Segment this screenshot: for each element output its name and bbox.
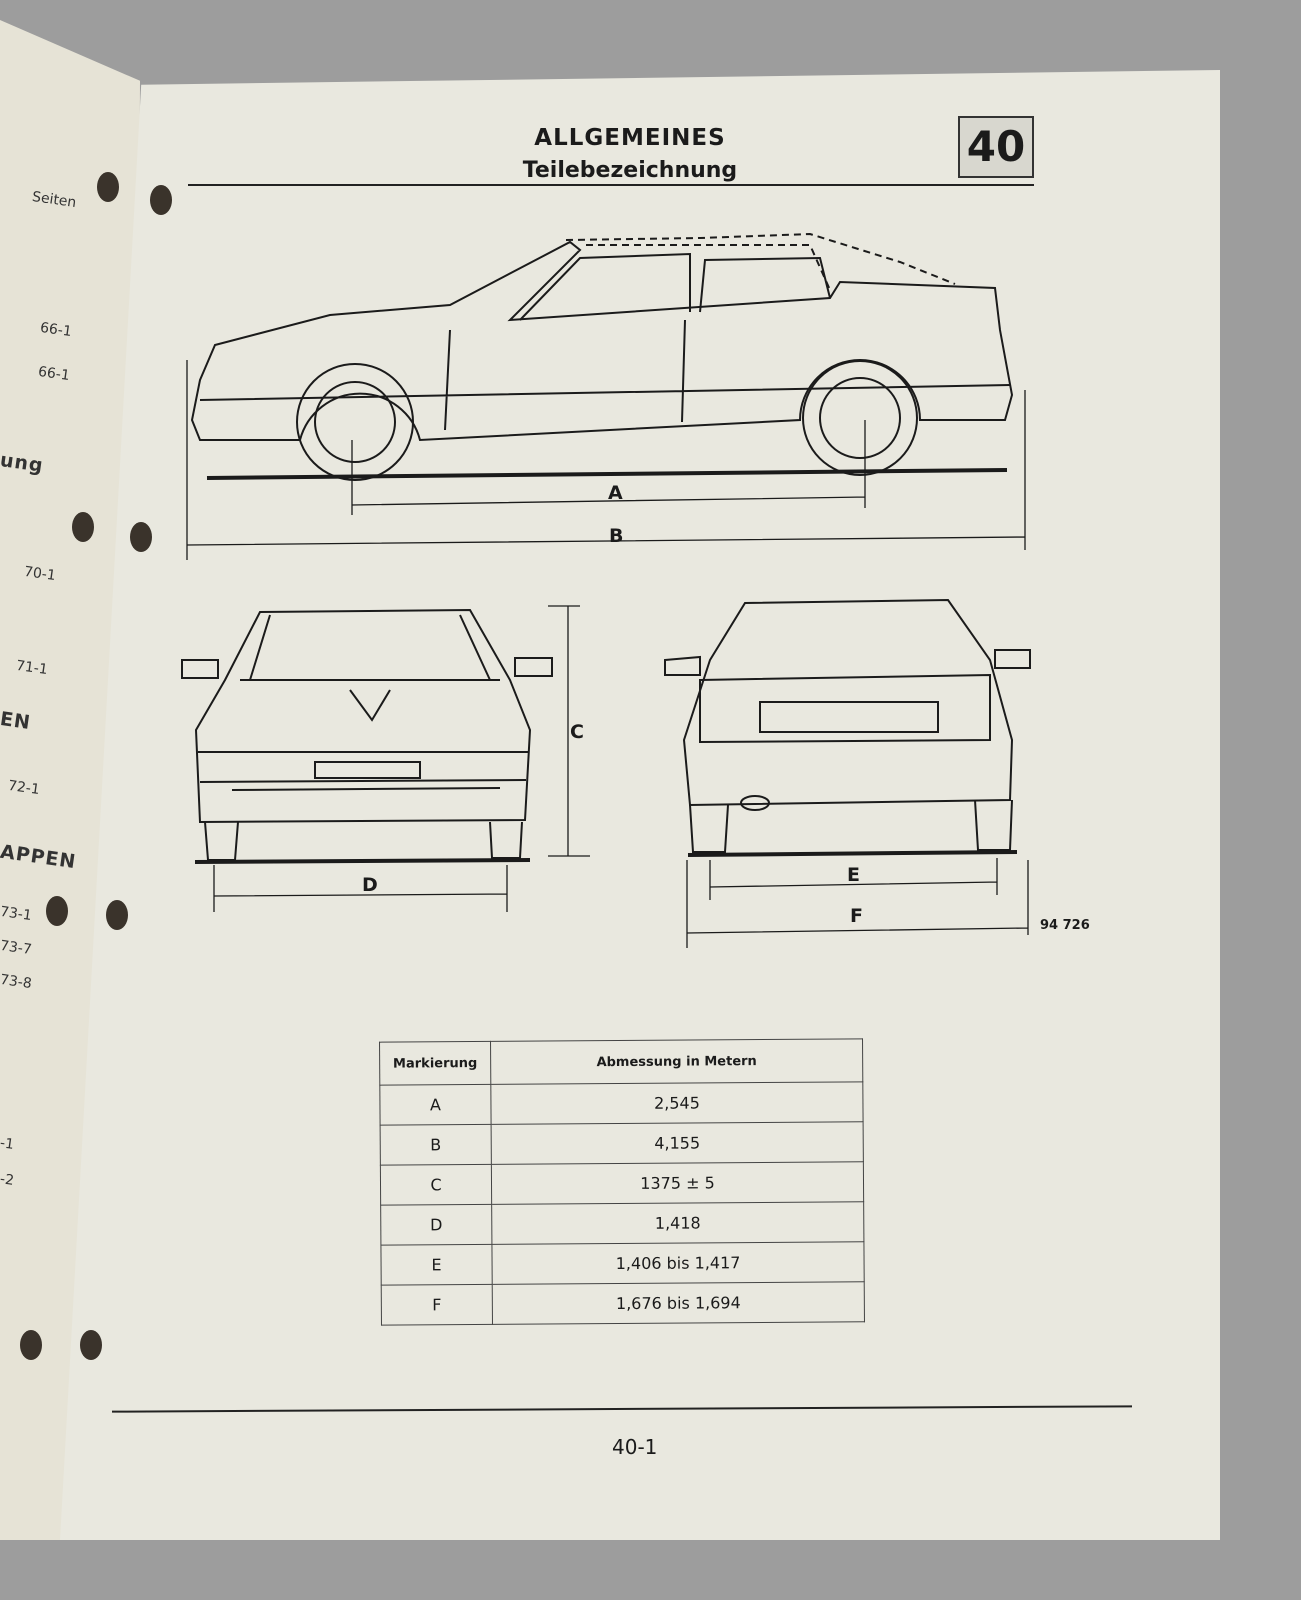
page-number: 40-1 xyxy=(612,1435,658,1459)
value-cell: 1375 ± 5 xyxy=(491,1161,864,1205)
value-cell: 1,676 bis 1,694 xyxy=(492,1281,865,1325)
punch-hole xyxy=(130,522,152,552)
value-cell: 1,406 bis 1,417 xyxy=(491,1241,865,1285)
mark-cell: B xyxy=(380,1124,492,1166)
value-cell: 4,155 xyxy=(491,1121,864,1165)
dimension-lines xyxy=(186,360,1029,948)
drawing-reference-number: 94 726 xyxy=(1040,918,1090,933)
punch-hole xyxy=(80,1330,102,1360)
mark-cell: C xyxy=(380,1164,492,1206)
mark-cell: F xyxy=(381,1284,493,1326)
punch-hole xyxy=(20,1330,42,1360)
dimension-label-f: F xyxy=(850,905,863,927)
front-view-car xyxy=(181,608,553,864)
mark-cell: A xyxy=(379,1084,492,1126)
value-cell: 2,545 xyxy=(490,1081,864,1125)
punch-hole xyxy=(72,512,94,542)
dimension-label-d: D xyxy=(362,874,378,896)
punch-hole xyxy=(46,896,68,926)
column-header: Markierung xyxy=(379,1041,491,1086)
page-subtitle: Teilebezeichnung xyxy=(522,158,738,183)
column-header: Abmessung in Metern xyxy=(490,1038,863,1085)
side-view-car xyxy=(190,232,1014,481)
page-title: ALLGEMEINES xyxy=(534,125,726,151)
header-rule xyxy=(188,184,1034,186)
chapter-number: 40 xyxy=(958,116,1034,178)
dimension-label-a: A xyxy=(608,482,623,504)
dimension-label-e: E xyxy=(847,864,860,886)
punch-hole xyxy=(106,900,128,930)
mark-cell: E xyxy=(380,1244,493,1286)
rear-view-car xyxy=(664,598,1031,857)
dimension-label-c: C xyxy=(570,721,584,743)
punch-hole xyxy=(150,185,172,215)
punch-hole xyxy=(97,172,119,202)
value-cell: 1,418 xyxy=(491,1201,864,1245)
document-page xyxy=(60,70,1220,1540)
table-header-row: Markierung Abmessung in Metern xyxy=(379,1038,863,1086)
dimension-label-b: B xyxy=(609,525,624,547)
mark-cell: D xyxy=(380,1204,492,1246)
